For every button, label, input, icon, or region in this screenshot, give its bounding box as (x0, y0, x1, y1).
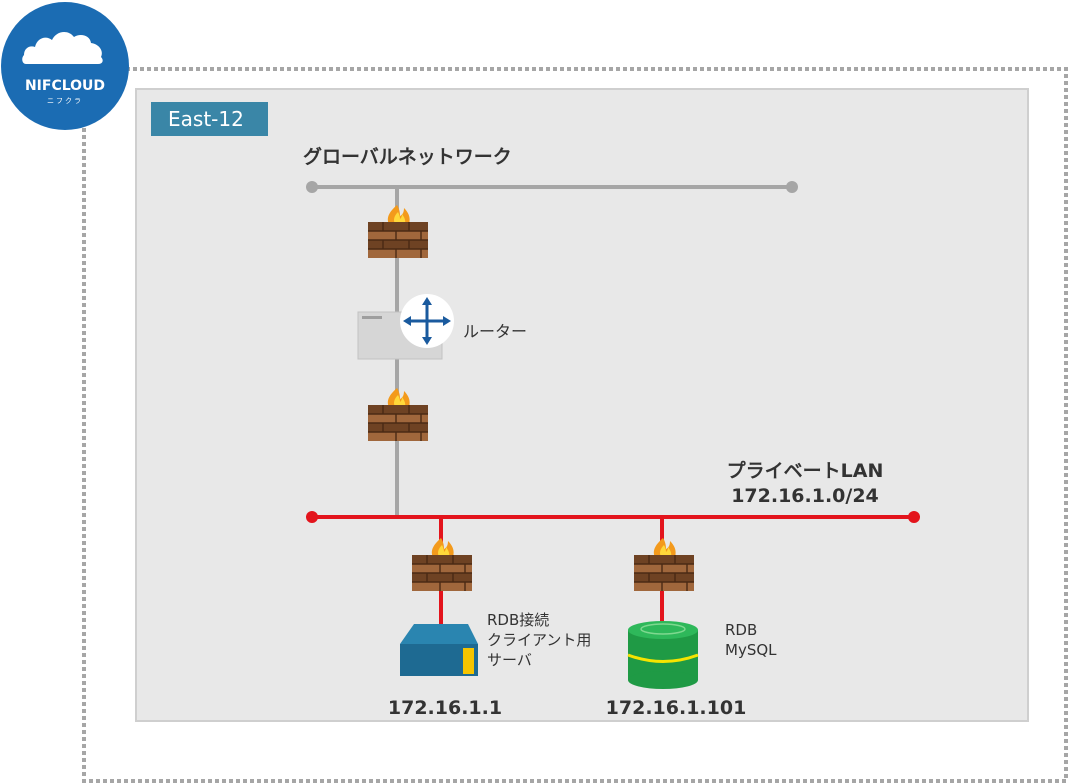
global-network-label: グローバルネットワーク (303, 145, 512, 168)
rdb-ip: 172.16.1.101 (606, 697, 747, 719)
region-panel (135, 88, 1029, 722)
client-ip: 172.16.1.1 (388, 697, 502, 719)
router-label: ルーター (463, 322, 527, 341)
nifcloud-logo: NIFCLOUD ニフクラ (1, 2, 129, 130)
rdb-label-line2: MySQL (725, 641, 777, 659)
region-badge (151, 102, 268, 136)
client-label-line1: RDB接続 (487, 611, 549, 629)
logo-name: NIFCLOUD (25, 78, 105, 94)
global-network-endpoint (786, 181, 798, 193)
rdb-label-line1: RDB (725, 621, 757, 639)
server-icon (400, 624, 478, 676)
database-icon (627, 621, 699, 689)
global-network-endpoint (306, 181, 318, 193)
private-lan-endpoint (908, 511, 920, 523)
router-icon (357, 294, 454, 360)
region-label: East-12 (168, 107, 244, 131)
private-lan-endpoint (306, 511, 318, 523)
cloud-boundary (82, 67, 1068, 783)
cloud-icon (22, 31, 103, 64)
private-lan-cidr: 172.16.1.0/24 (731, 485, 879, 507)
logo-subtitle: ニフクラ (47, 97, 83, 105)
client-label-line2: クライアント用 (487, 631, 591, 649)
client-label-line3: サーバ (487, 651, 532, 669)
private-lan-name: プライベートLAN (727, 459, 884, 482)
